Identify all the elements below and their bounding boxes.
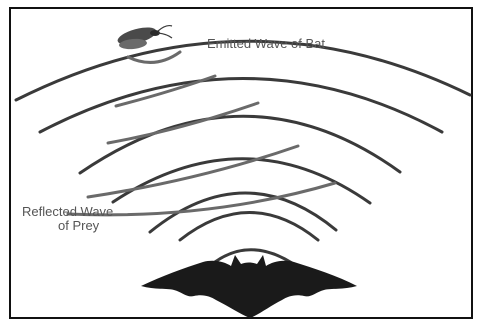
- reflected-wave-label-line2: of Prey: [22, 219, 113, 233]
- reflected-wave-label: Reflected Wave of Prey: [22, 205, 113, 233]
- reflected-wave-label-line1: Reflected Wave: [22, 205, 113, 219]
- emitted-wave-label: Emitted Wave of Bat: [207, 37, 325, 51]
